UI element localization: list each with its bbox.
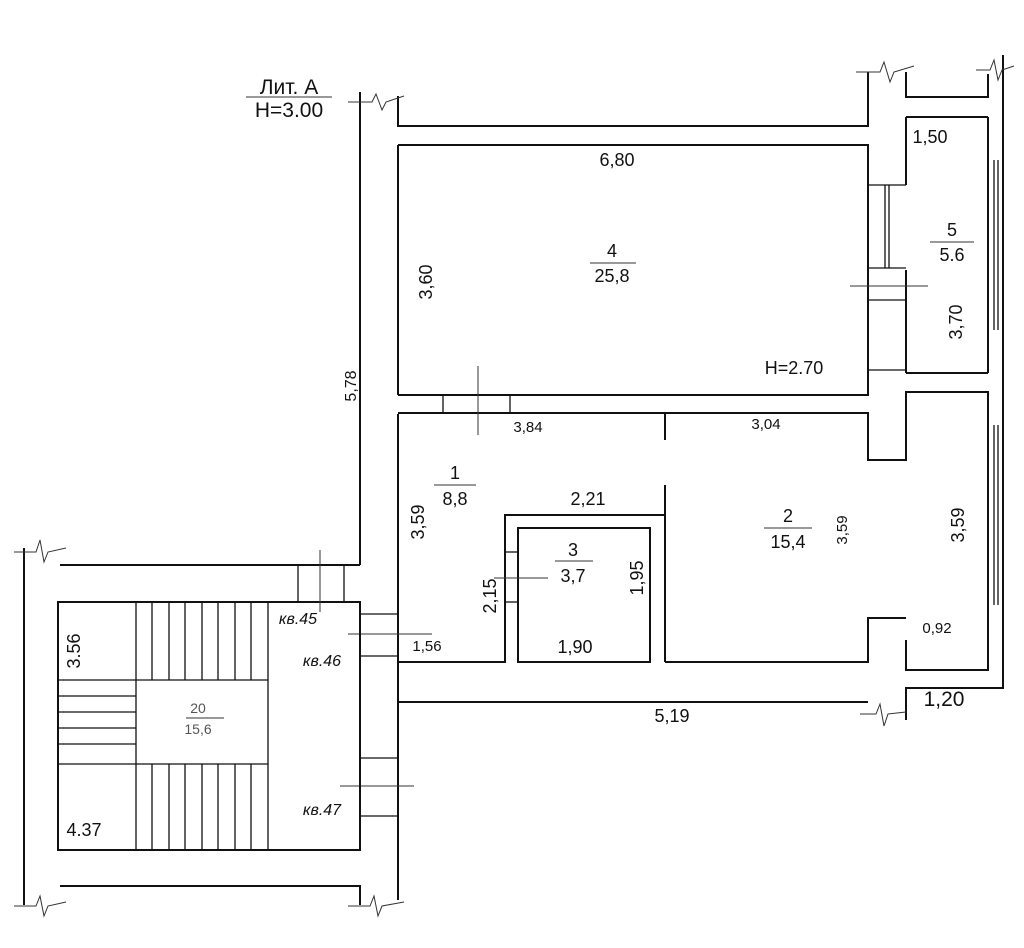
liter-label: Лит. А [260,76,318,99]
room-1-label: 1 8,8 [434,463,476,509]
dim-156: 1,56 [412,638,441,655]
room-2-area: 15,4 [770,532,805,552]
room-4-area: 25,8 [594,266,629,286]
room-1-area: 8,8 [442,489,467,509]
stairwell [23,548,361,905]
room-5-number: 5 [947,220,957,240]
room-4-label: 4 25,8 [590,241,636,286]
room-4-number: 4 [607,241,617,261]
building-height: H=3.00 [255,99,323,122]
dimensions: 6,80 1,50 3,60 3,70 5,78 3,84 3,04 3,59 … [64,127,968,840]
room-5-area: 5.6 [939,245,964,265]
room-2-label: 2 15,4 [764,506,812,552]
dim-221: 2,21 [570,489,605,509]
apartment-45-label: кв.45 [279,611,317,628]
room-2-number: 2 [783,506,793,526]
dim-356: 3.56 [64,633,84,668]
room-5-label: 5 5.6 [930,220,974,265]
dim-359-left: 3,59 [408,504,428,539]
dim-120: 1,20 [924,688,965,711]
apartment-46-label: кв.46 [303,653,341,670]
dim-215: 2,15 [480,578,500,613]
dim-359-right: 3,59 [948,507,968,542]
dim-195: 1,95 [627,560,647,595]
dim-680: 6,80 [599,150,634,170]
dim-360: 3,60 [416,264,436,299]
room-3-number: 3 [568,540,578,560]
dim-190: 1,90 [557,637,592,657]
room-20-number: 20 [190,700,206,716]
dim-092: 0,92 [922,620,951,637]
outer-walls [340,55,1004,900]
break-marks [14,58,1015,918]
dim-304: 3,04 [751,416,780,433]
room-20-label: 20 15,6 [184,700,211,737]
dim-150: 1,50 [912,127,947,147]
room-1-number: 1 [450,463,460,483]
room-height-label: H=2.70 [765,358,824,378]
dim-578: 5,78 [343,370,360,401]
room-3-label: 3 3,7 [555,540,593,586]
room-20-area: 15,6 [184,721,211,737]
room-3-area: 3,7 [560,566,585,586]
dim-519: 5,19 [654,706,689,726]
dim-359-mid: 3,59 [834,515,851,544]
dim-437: 4.37 [66,820,101,840]
apartment-47-label: кв.47 [303,802,342,819]
dim-370: 3,70 [946,304,966,339]
dim-384: 3,84 [513,419,542,436]
